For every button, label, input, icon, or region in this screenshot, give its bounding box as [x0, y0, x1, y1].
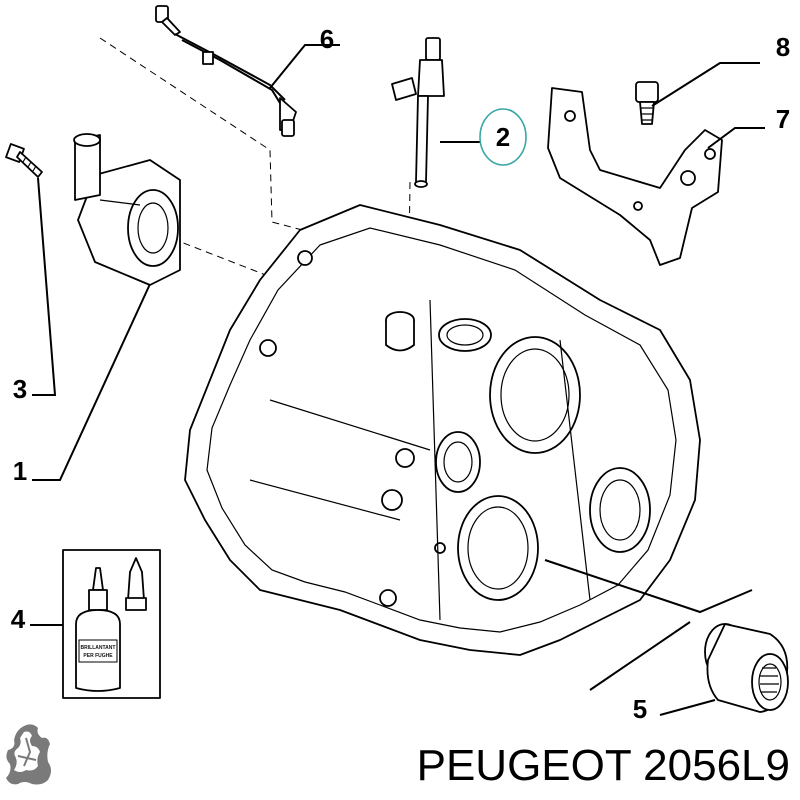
clutch-slave-cylinder [73, 133, 181, 286]
callout-3: 3 [13, 374, 27, 404]
brand-part-number: PEUGEOT 2056L9 [417, 741, 790, 790]
mounting-bolt-left [5, 143, 43, 178]
peugeot-lion-icon [6, 724, 51, 785]
sealant-kit: BRILLANTANT PER FUGHE [62, 549, 161, 699]
bleed-pipe [391, 37, 445, 188]
clutch-hydraulic-pipe [155, 5, 297, 137]
mounting-bracket [547, 87, 723, 266]
bottle-label-line1: BRILLANTANT [81, 645, 116, 651]
callout-numbers: 1 2 3 4 5 6 7 8 [11, 24, 790, 724]
highlight-ring [479, 108, 527, 166]
bottle-label-line2: PER FUGHE [83, 653, 113, 659]
callout-5: 5 [633, 694, 647, 724]
leader-lines [30, 44, 765, 716]
mounting-bolt-right [635, 81, 659, 125]
callout-7: 7 [776, 104, 790, 134]
callout-2: 2 [496, 122, 510, 152]
gearbox-housing [184, 204, 701, 656]
callout-8: 8 [776, 32, 790, 62]
needle-bush [704, 623, 789, 713]
callout-1: 1 [13, 456, 27, 486]
callout-6: 6 [320, 24, 334, 54]
callout-4: 4 [11, 604, 26, 634]
